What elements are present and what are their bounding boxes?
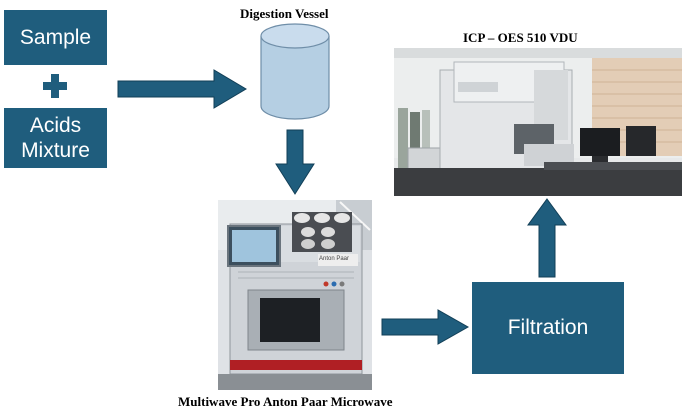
icp-oes-photo bbox=[394, 48, 682, 196]
arrow-right-to-filtration bbox=[381, 309, 470, 345]
acids-label-line1: Acids bbox=[29, 114, 82, 137]
plus-icon bbox=[43, 74, 67, 98]
arrow-up-to-icp bbox=[527, 198, 567, 278]
icp-caption: ICP – OES 510 VDU bbox=[463, 30, 578, 45]
microwave-caption: Multiwave Pro Anton Paar Microwave bbox=[178, 394, 393, 409]
sample-box: Sample bbox=[4, 10, 107, 65]
device-brand-label: Anton Paar bbox=[319, 256, 350, 262]
microwave-photo: Anton Paar bbox=[218, 200, 372, 390]
acids-mixture-box: Acids Mixture bbox=[4, 108, 107, 168]
filtration-label: Filtration bbox=[507, 316, 589, 339]
filtration-box: Filtration bbox=[472, 282, 624, 374]
sample-label: Sample bbox=[19, 25, 92, 49]
acids-label-line2: Mixture bbox=[21, 139, 90, 162]
arrow-down-to-microwave bbox=[275, 129, 315, 195]
arrow-right-to-vessel bbox=[117, 69, 247, 109]
digestion-vessel-icon bbox=[260, 23, 330, 120]
digestion-vessel-caption: Digestion Vessel bbox=[240, 6, 329, 21]
